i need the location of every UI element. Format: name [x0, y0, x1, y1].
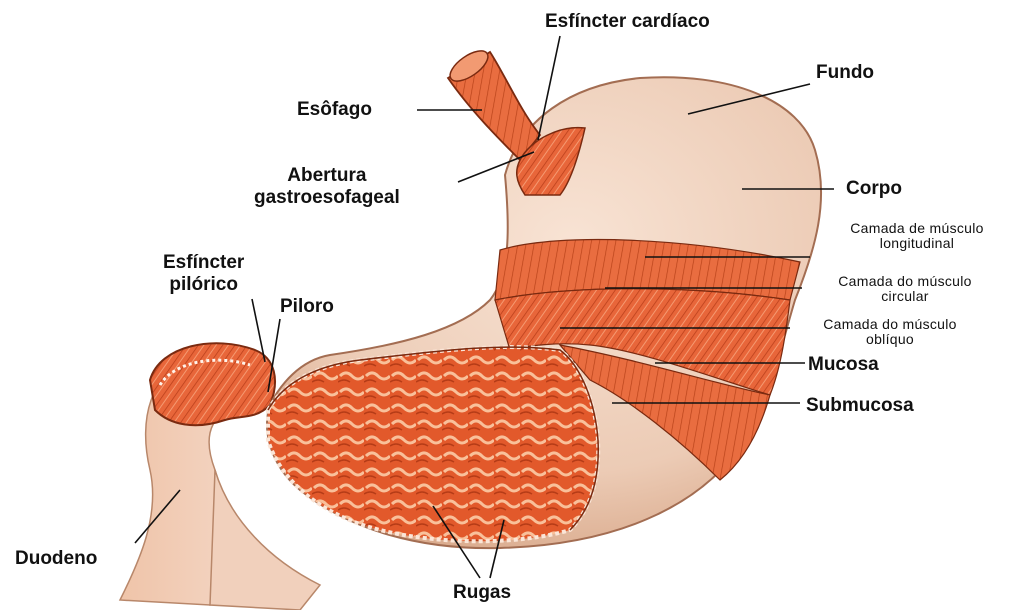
label-obl-line1: Camada do músculo	[790, 317, 990, 332]
label-abertura-line1: Abertura	[254, 165, 400, 187]
label-mucosa: Mucosa	[808, 354, 879, 376]
label-camada-longitudinal: Camada de músculo longitudinal	[817, 221, 1017, 251]
label-circ-line1: Camada do músculo	[805, 274, 1005, 289]
label-obl-line2: oblíquo	[790, 332, 990, 347]
label-piloro: Piloro	[280, 296, 334, 318]
label-submucosa: Submucosa	[806, 395, 914, 417]
label-camada-obliquo: Camada do músculo oblíquo	[790, 317, 990, 347]
label-abertura-gastroesofageal: Abertura gastroesofageal	[254, 165, 400, 209]
label-corpo: Corpo	[846, 178, 902, 200]
label-long-line2: longitudinal	[817, 236, 1017, 251]
label-abertura-line2: gastroesofageal	[254, 187, 400, 209]
label-rugas: Rugas	[453, 582, 511, 604]
label-esf-pil-line2: pilórico	[163, 274, 244, 296]
label-esofago: Esôfago	[297, 99, 372, 121]
label-circ-line2: circular	[805, 289, 1005, 304]
label-camada-circular: Camada do músculo circular	[805, 274, 1005, 304]
label-esfincter-cardiaco: Esfíncter cardíaco	[545, 11, 710, 33]
label-esfincter-pilorico: Esfíncter pilórico	[163, 252, 244, 296]
label-fundo: Fundo	[816, 62, 874, 84]
pylorus-shape	[150, 343, 275, 425]
label-long-line1: Camada de músculo	[817, 221, 1017, 236]
label-esf-pil-line1: Esfíncter	[163, 252, 244, 274]
label-duodeno: Duodeno	[15, 548, 97, 570]
